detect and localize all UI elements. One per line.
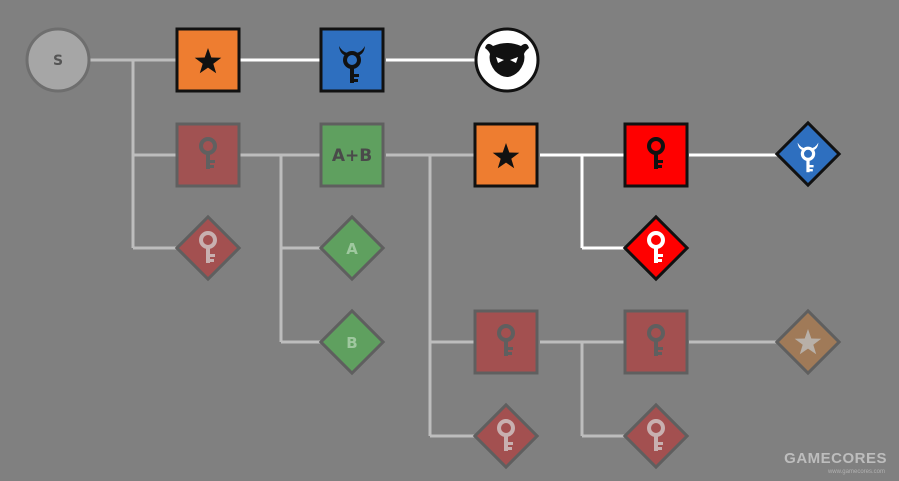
- muted-key-room-2: [473, 309, 539, 375]
- boss-room: [474, 27, 540, 93]
- muted-key-room-3: [623, 309, 689, 375]
- boss-icon: [485, 43, 529, 77]
- red-key-item: [622, 214, 690, 282]
- muted-key-item-1: [174, 214, 242, 282]
- inactive-paths: [90, 58, 778, 438]
- boss-key-item: [774, 120, 842, 188]
- switch-b-item: B: [318, 308, 386, 376]
- switch-b-label: B: [346, 334, 357, 352]
- watermark-logo: GAMECORES: [784, 450, 887, 467]
- muted-key-item-3: [622, 402, 690, 470]
- start-label: S: [53, 53, 63, 69]
- star-room-2: [473, 122, 539, 188]
- muted-key-item-2: [472, 402, 540, 470]
- active-paths: [240, 58, 778, 250]
- boss-key-room: [319, 27, 385, 93]
- start-node: S: [25, 27, 91, 93]
- combo-label: A+B: [332, 146, 372, 166]
- muted-key-room-1: [175, 122, 241, 188]
- muted-star-item: [774, 308, 842, 376]
- switch-a-label: A: [346, 240, 358, 258]
- red-key-room: [623, 122, 689, 188]
- combo-room: A+B: [319, 122, 385, 188]
- switch-a-item: A: [318, 214, 386, 282]
- watermark-url: www.gamecores.com: [827, 469, 885, 475]
- star-room-active: [175, 27, 241, 93]
